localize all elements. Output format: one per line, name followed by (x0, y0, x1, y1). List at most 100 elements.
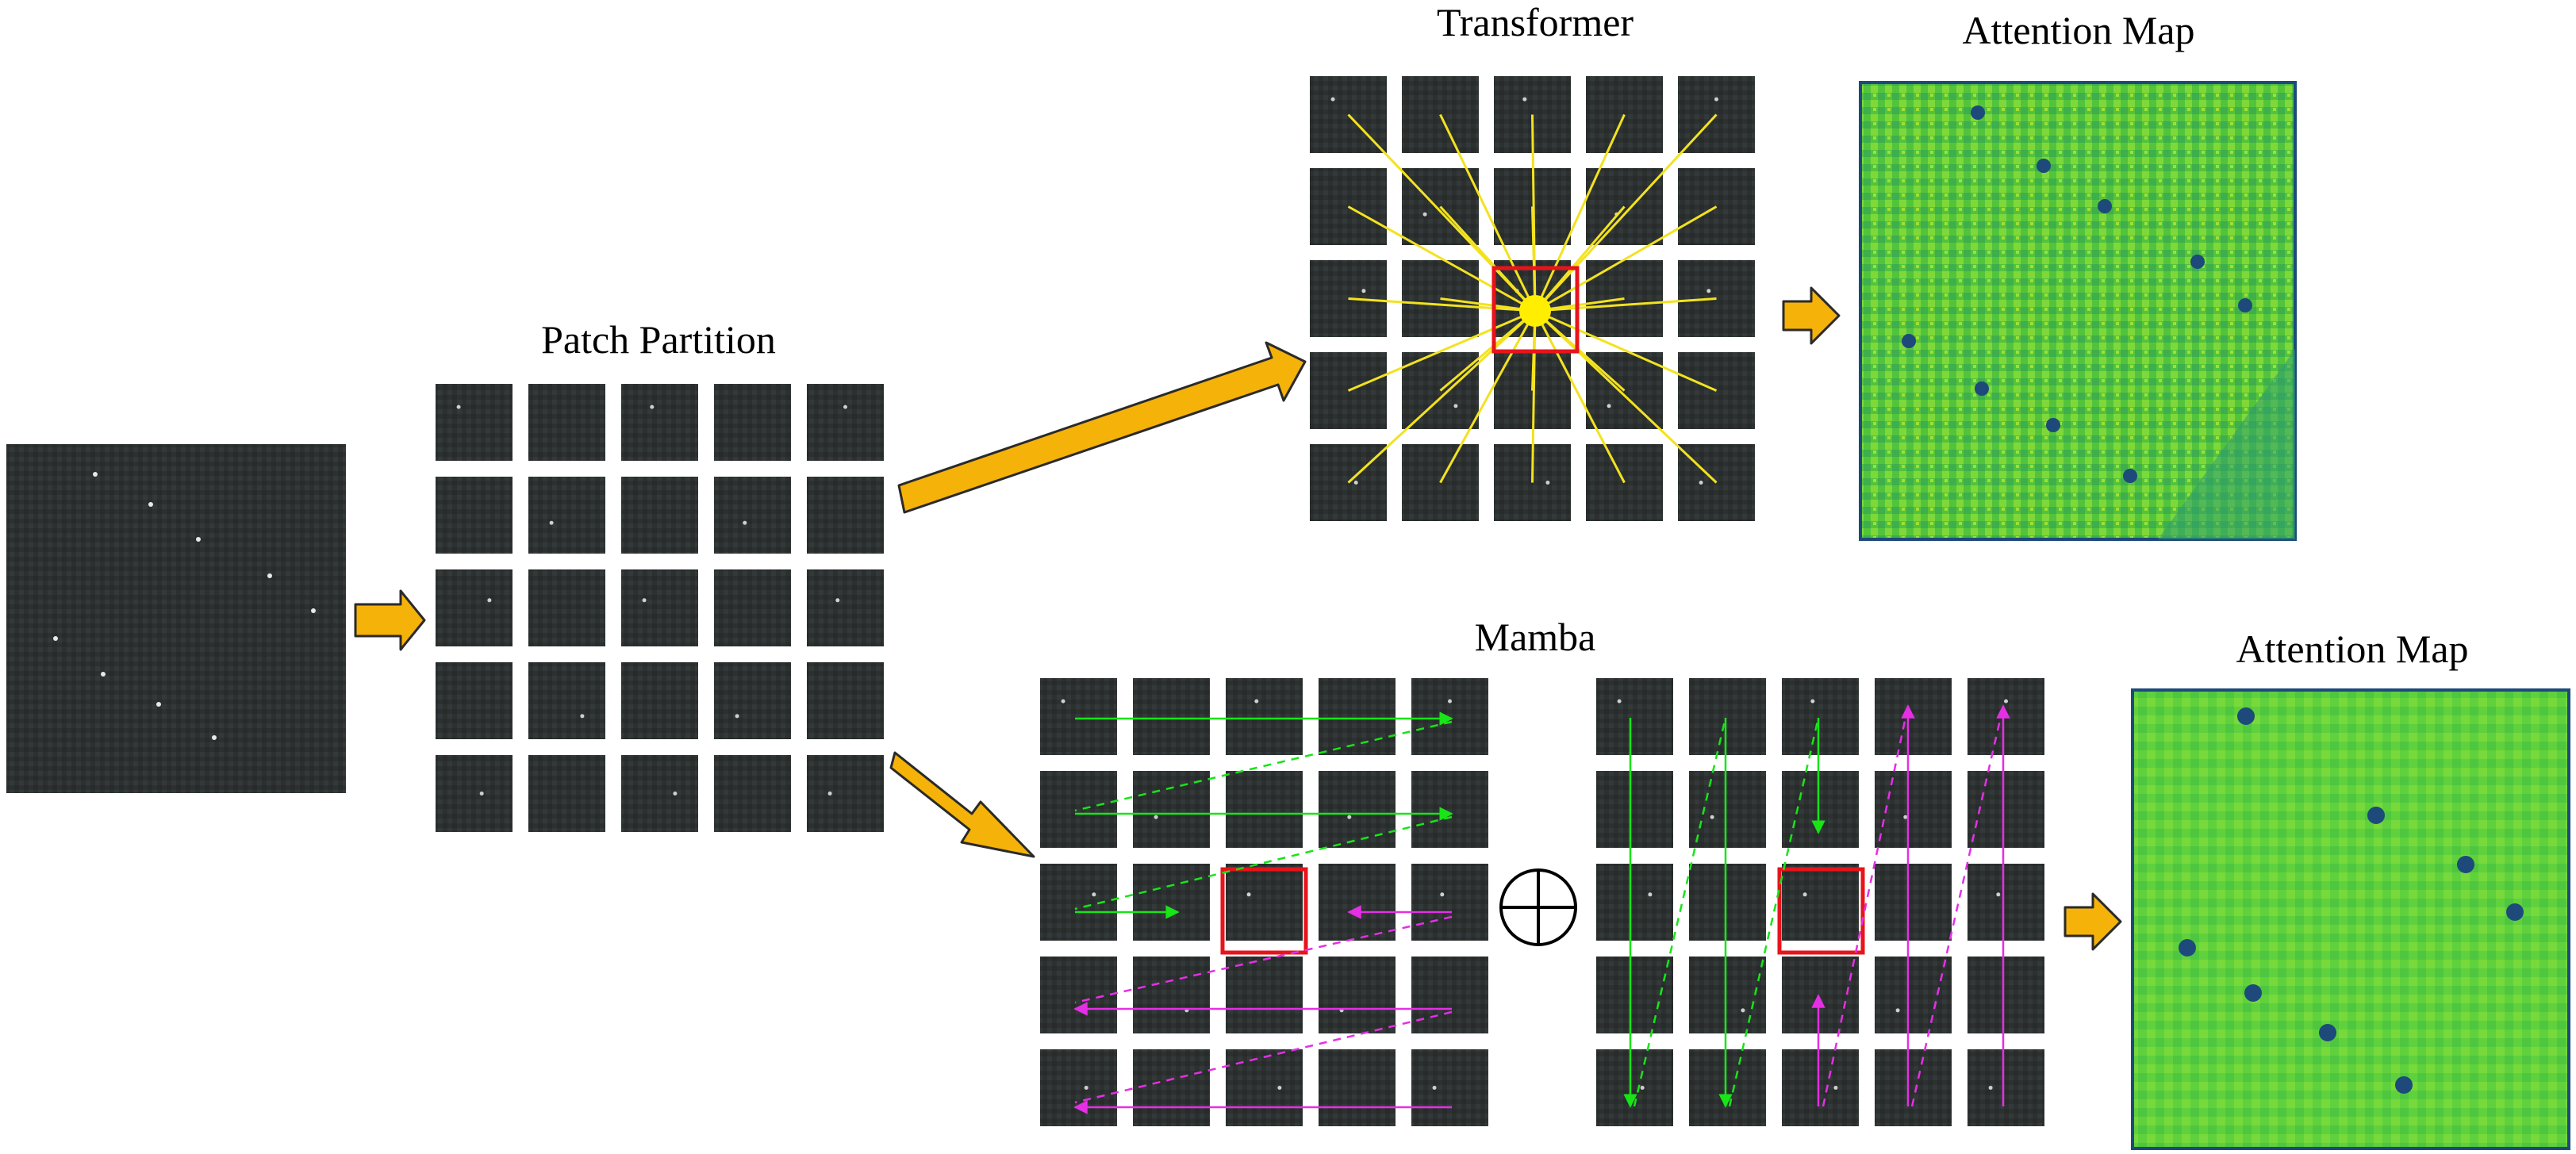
attention-ray (1534, 309, 1718, 484)
attention-ray (1534, 205, 1718, 312)
patch-tile (714, 755, 791, 832)
attention-ray (1531, 310, 1537, 483)
patch-tile (436, 662, 513, 739)
patch-tile (1133, 957, 1210, 1033)
patch-target-dot (1802, 892, 1807, 897)
patch-tile (1411, 678, 1488, 755)
patch-tile (621, 755, 698, 832)
attention-ray (1347, 309, 1537, 484)
patch-tile (1782, 864, 1859, 941)
patch-target-dot (1640, 1086, 1645, 1090)
patch-target-dot (1996, 892, 2001, 897)
patch-tile (1040, 957, 1117, 1033)
patch-tile (1133, 864, 1210, 941)
patch-target-dot (743, 520, 747, 525)
patch-tile (1968, 864, 2044, 941)
patch-tile (1133, 1049, 1210, 1126)
patch-tile (528, 384, 605, 461)
patch-tile (1875, 1049, 1952, 1126)
patch-tile (1968, 957, 2044, 1033)
patch-tile (807, 662, 884, 739)
patch-tile (1226, 678, 1303, 755)
patch-tile (621, 477, 698, 554)
patch-target-dot (1254, 699, 1259, 704)
patch-target-dot (1440, 892, 1445, 897)
patch-tile (807, 384, 884, 461)
transformer-attention-rays (1347, 113, 1718, 484)
patch-target-dot (1741, 1008, 1745, 1013)
patch-tile (1596, 957, 1673, 1033)
patch-tile (528, 755, 605, 832)
patch-tile (1596, 864, 1673, 941)
patch-target-dot (1895, 1008, 1900, 1013)
attention-map-mamba (2131, 688, 2570, 1150)
attention-ray (1439, 205, 1537, 312)
patch-target-dot (580, 714, 585, 719)
patch-tile (436, 755, 513, 832)
patch-tile (1040, 864, 1117, 941)
patch-target-dot (1617, 699, 1622, 704)
patch-tile (436, 569, 513, 646)
patch-tile (1040, 771, 1117, 848)
patch-target-dot (1154, 815, 1158, 819)
patch-target-dot (1246, 892, 1251, 897)
patch-target-dot (479, 792, 484, 796)
patch-tile (1782, 678, 1859, 755)
patch-target-dot (1448, 699, 1452, 704)
patch-target-dot (1084, 1086, 1088, 1090)
patch-target-dot (1710, 815, 1714, 819)
patch-tile (1586, 76, 1663, 153)
patch-target-dot (1522, 97, 1527, 102)
attention-map-transformer (1859, 81, 2297, 541)
transformer-label: Transformer (1437, 0, 1634, 44)
patch-tile (528, 477, 605, 554)
mamba-scan-grid-rows (1040, 678, 1488, 1126)
attention-ray (1347, 309, 1536, 392)
patch-target-dot (650, 404, 655, 409)
patch-target-dot (1545, 481, 1550, 485)
attention-ray (1534, 113, 1718, 312)
transformer-grid (1310, 76, 1755, 521)
patch-target-dot (2004, 699, 2008, 704)
patch-target-dot (642, 598, 647, 603)
patch-tile (1875, 957, 1952, 1033)
block-arrow-icon (354, 286, 2122, 951)
transformer-query-dot (1519, 295, 1551, 327)
patch-tile (1875, 864, 1952, 941)
patch-target-dot (1988, 1086, 1993, 1090)
patch-tile (714, 569, 791, 646)
patch-tile (1319, 864, 1395, 941)
attention-ray (1440, 297, 1536, 312)
attention-ray (1534, 297, 1717, 312)
attention-ray (1439, 310, 1537, 484)
patch-tile (621, 569, 698, 646)
patch-partition-label: Patch Partition (541, 317, 776, 362)
patch-tile (1040, 1049, 1117, 1126)
patch-target-dot (835, 598, 840, 603)
patch-tile (436, 477, 513, 554)
patch-target-dot (1810, 699, 1815, 704)
patch-tile (1411, 771, 1488, 848)
patch-tile (1226, 1049, 1303, 1126)
patch-tile (1319, 957, 1395, 1033)
patch-target-dot (1714, 97, 1718, 102)
patch-tile (1040, 678, 1117, 755)
patch-tile (1968, 678, 2044, 755)
patch-target-dot (735, 714, 739, 719)
attention-map-bottom-label: Attention Map (2236, 627, 2468, 671)
patch-target-dot (1833, 1086, 1838, 1090)
patch-tile (1968, 1049, 2044, 1126)
patch-tile (714, 477, 791, 554)
patch-tile (807, 755, 884, 832)
patch-target-dot (1330, 97, 1335, 102)
attention-ray (1534, 309, 1718, 392)
patch-tile (1689, 1049, 1766, 1126)
patch-target-dot (1706, 289, 1711, 293)
patch-target-dot (1061, 699, 1065, 704)
patch-target-dot (843, 404, 847, 409)
transformer-query-patch-highlight (1491, 266, 1580, 354)
patch-target-dot (1277, 1086, 1282, 1090)
patch-tile (1411, 1049, 1488, 1126)
mamba-query-patch-highlight (1777, 867, 1865, 955)
